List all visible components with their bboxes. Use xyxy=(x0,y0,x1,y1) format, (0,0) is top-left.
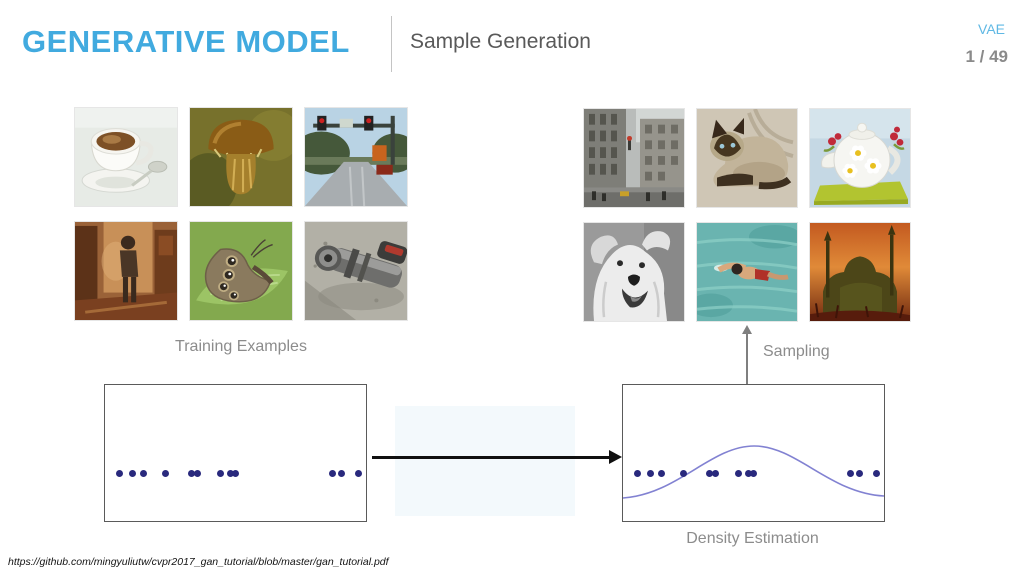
training-grid xyxy=(74,107,408,321)
training-examples-caption: Training Examples xyxy=(175,338,307,355)
data-point-dot xyxy=(328,470,336,478)
header-divider xyxy=(391,16,392,72)
thumb-mushroom xyxy=(189,107,293,207)
data-point-dot xyxy=(226,470,234,478)
thumb-person-indoors xyxy=(74,221,178,321)
thumb-butterfly-on-leaf xyxy=(189,221,293,321)
page-subtitle: Sample Generation xyxy=(410,30,591,53)
density-estimation-box xyxy=(622,384,885,522)
data-point-dot xyxy=(355,470,363,478)
data-point-dot xyxy=(735,470,743,478)
data-point-dot xyxy=(679,470,687,478)
data-point-dot xyxy=(188,470,196,478)
data-point-dot xyxy=(712,470,720,478)
thumb-white-dog xyxy=(583,222,685,322)
sampling-arrow-line xyxy=(746,332,748,384)
sampling-arrow-up-icon xyxy=(742,325,752,334)
data-point-dot xyxy=(706,470,714,478)
faint-highlight-rect xyxy=(395,406,575,516)
corner-tag: VAE xyxy=(978,21,1005,37)
page-title: GENERATIVE MODEL xyxy=(22,24,350,59)
data-distribution-box xyxy=(104,384,367,522)
data-point-dot xyxy=(744,470,752,478)
density-estimation-caption: Density Estimation xyxy=(686,530,819,547)
data-point-dot xyxy=(232,470,239,478)
data-point-dot xyxy=(129,470,137,478)
data-point-dot xyxy=(194,470,202,478)
sampling-caption: Sampling xyxy=(763,343,830,360)
data-point-dot xyxy=(647,470,655,478)
data-point-dot xyxy=(846,470,854,478)
data-point-dot xyxy=(217,470,225,478)
samples-grid xyxy=(583,108,911,322)
thumb-city-street xyxy=(583,108,685,208)
source-url-link[interactable]: https://github.com/mingyuliutw/cvpr2017_… xyxy=(8,556,389,568)
thumb-espresso-cup xyxy=(74,107,178,207)
thumb-swimmer-in-pool xyxy=(696,222,798,322)
estimation-arrow-right-icon xyxy=(609,450,622,464)
data-point-dot xyxy=(750,470,757,478)
data-point-dot xyxy=(337,470,345,478)
data-point-dot xyxy=(633,470,641,478)
gaussian-curve xyxy=(623,445,884,499)
data-point-dot xyxy=(873,470,881,478)
data-point-dot xyxy=(658,470,666,478)
thumb-street-traffic-lights xyxy=(304,107,408,207)
data-point-dot xyxy=(115,470,123,478)
data-point-dot xyxy=(140,470,148,478)
data-point-dot xyxy=(855,470,863,478)
thumb-siamese-cat xyxy=(696,108,798,208)
thumb-floral-teapot xyxy=(809,108,911,208)
page-number: 1 / 49 xyxy=(965,47,1008,66)
thumb-sunset-silhouette xyxy=(809,222,911,322)
estimation-arrow-line xyxy=(372,456,612,459)
data-point-dot xyxy=(161,470,169,478)
thumb-power-drill xyxy=(304,221,408,321)
